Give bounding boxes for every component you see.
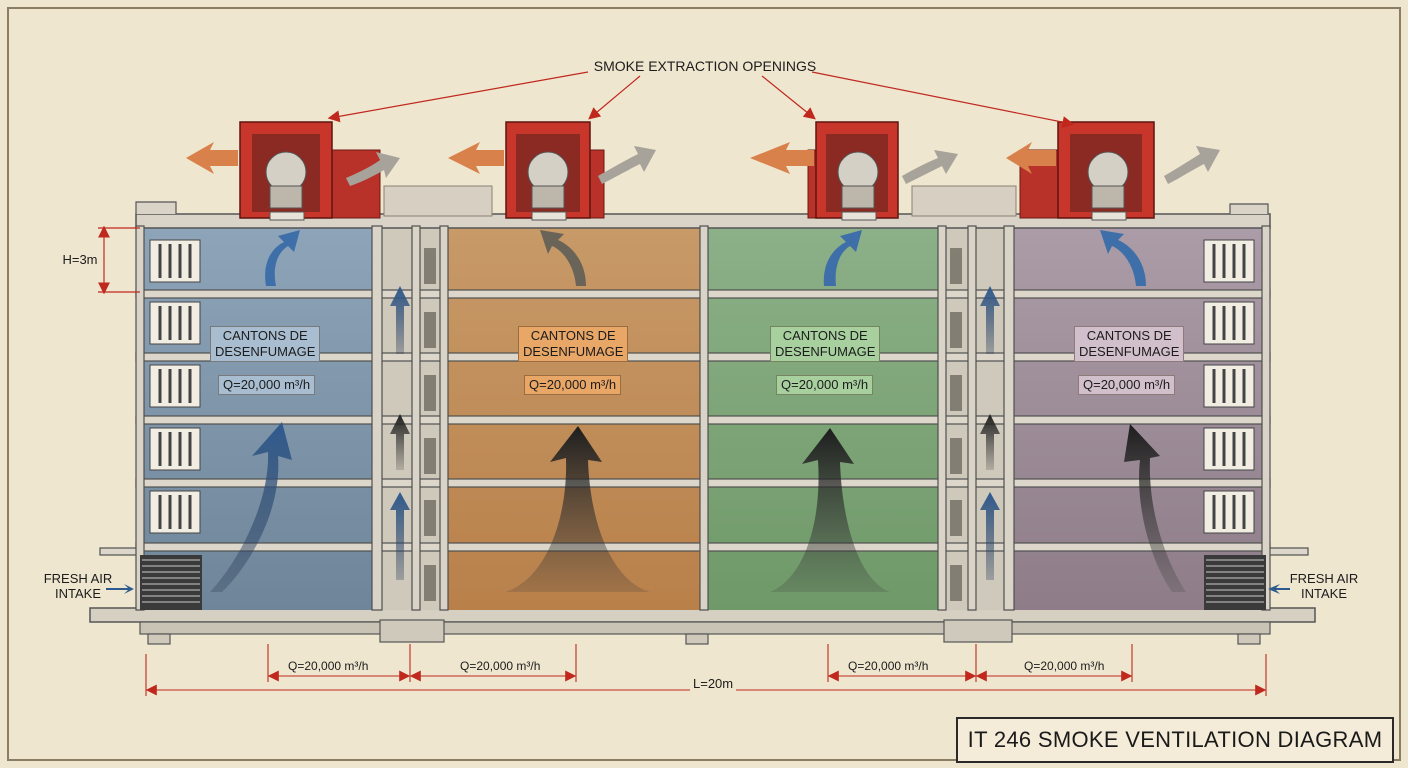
smoke-arrow-purple-zone [1124, 424, 1186, 592]
smoke-arrow-blue-zone [210, 422, 292, 592]
extraction-callout-lines [327, 71, 1075, 129]
zone-1-label: CANTONS DE DESENFUMAGE [210, 326, 321, 362]
bottom-flow-1: Q=20,000 m³/h [288, 659, 369, 673]
extraction-openings-label: SMOKE EXTRACTION OPENINGS [593, 58, 817, 74]
shaft-airflow-arrows [390, 286, 1000, 580]
zone-4-flow: Q=20,000 m³/h [1078, 375, 1176, 395]
zone-2-label-line2: DESENFUMAGE [523, 344, 624, 359]
bottom-flow-2: Q=20,000 m³/h [460, 659, 541, 673]
zone-4-label-line2: DESENFUMAGE [1079, 344, 1180, 359]
facade-windows-right [1203, 239, 1255, 534]
zone-1-label-line2: DESENFUMAGE [215, 344, 316, 359]
zone-3-flow: Q=20,000 m³/h [776, 375, 874, 395]
zone-3-label: CANTONS DE DESENFUMAGE [770, 326, 881, 362]
zone-1-label-line1: CANTONS DE [222, 328, 308, 343]
fresh-air-intake-left-label: FRESH AIR INTAKE [43, 571, 113, 601]
roof-unit-right [911, 185, 1017, 217]
zone-2-label-line1: CANTONS DE [530, 328, 616, 343]
structure-columns [135, 225, 1271, 611]
exhaust-arrows [186, 142, 1220, 186]
diagram-title: IT 246 SMOKE VENTILATION DIAGRAM [956, 717, 1394, 763]
roof-fan-1 [239, 121, 381, 221]
fresh-air-intake-right-label: FRESH AIR INTAKE [1289, 571, 1359, 601]
zone-4-label: CANTONS DE DESENFUMAGE [1074, 326, 1185, 362]
intake-louver-right [1204, 555, 1266, 610]
shaft-doors [424, 248, 962, 601]
zone-2-label: CANTONS DE DESENFUMAGE [518, 326, 629, 362]
smoke-arrow-green-zone [770, 428, 890, 592]
intake-arrows [106, 584, 1290, 594]
bottom-flow-3: Q=20,000 m³/h [848, 659, 929, 673]
roof-fan-3 [807, 121, 899, 221]
height-label: H=3m [58, 252, 102, 267]
facade-window-bars-left [158, 244, 192, 529]
roof-fan-2 [505, 121, 605, 221]
smoke-flow-arrows [210, 422, 1186, 592]
zone-1-flow: Q=20,000 m³/h [218, 375, 316, 395]
zone-3-label-line1: CANTONS DE [782, 328, 868, 343]
zone-4-label-line1: CANTONS DE [1086, 328, 1172, 343]
roof-fan-4 [1019, 121, 1155, 221]
zone-3-label-line2: DESENFUMAGE [775, 344, 876, 359]
roof-unit-left [383, 185, 493, 217]
height-dimension [98, 225, 140, 295]
zone-2-flow: Q=20,000 m³/h [524, 375, 622, 395]
bottom-flow-4: Q=20,000 m³/h [1024, 659, 1105, 673]
smoke-arrow-orange-zone [505, 426, 650, 592]
intake-louver-left [140, 555, 202, 610]
facade-windows-left [149, 239, 201, 534]
foundations [147, 619, 1261, 645]
facade-window-bars-right [1212, 244, 1246, 529]
length-label: L=20m [690, 676, 737, 691]
extraction-inlet-arrows [265, 230, 1146, 286]
